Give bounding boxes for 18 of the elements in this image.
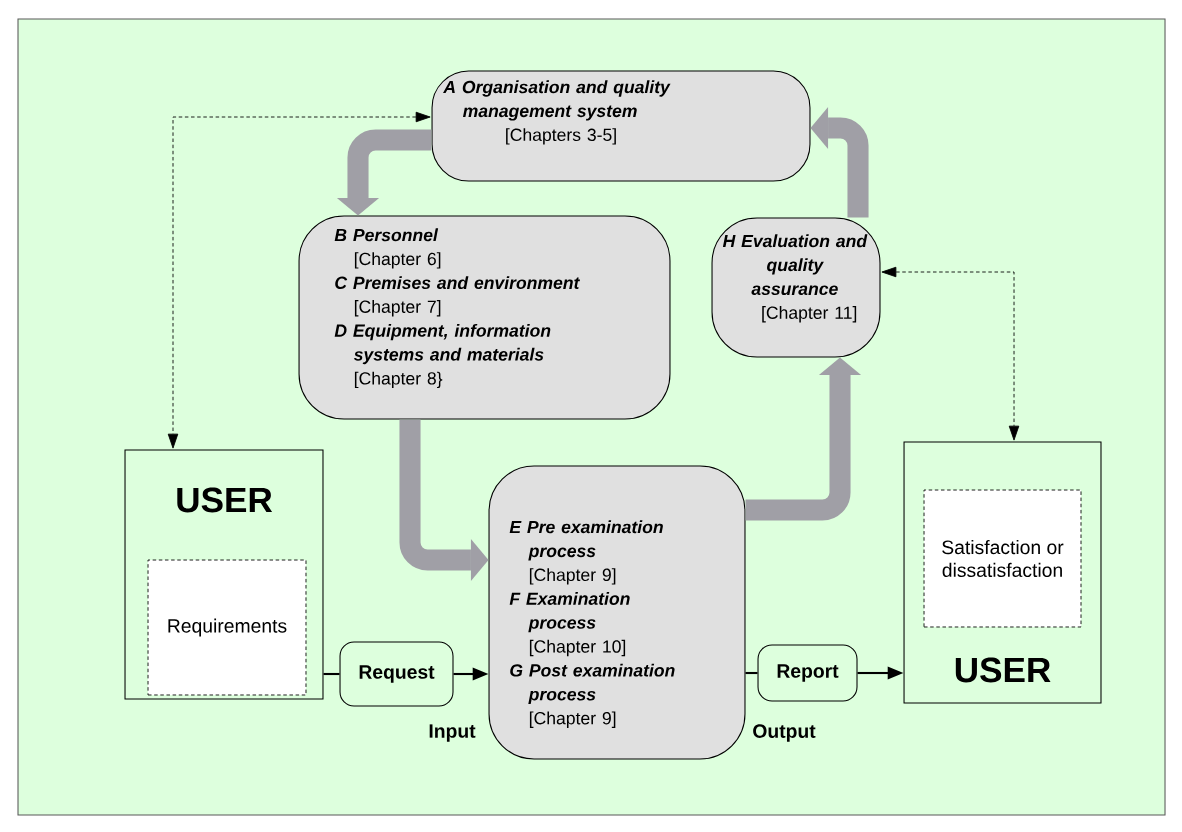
connector-line xyxy=(745,671,758,675)
dashed-box: Requirements xyxy=(147,559,307,696)
block-arrow xyxy=(810,106,869,218)
process-box: B Personnel [Chapter 6] C Premises and environment [Chapter 7] D Equipment, information systems and materials [Chapter 8} xyxy=(298,215,671,420)
flow-label: Input xyxy=(429,724,476,742)
process-box: H Evaluation and quality assurance [Chapter 11] xyxy=(711,217,881,358)
block-arrow xyxy=(399,419,489,582)
flow-box: Request xyxy=(339,641,454,707)
connector-line xyxy=(323,672,340,676)
dashed-box: Satisfaction or dissatisfaction xyxy=(923,489,1082,628)
flow-label: Output xyxy=(753,724,816,742)
block-arrow xyxy=(745,357,862,521)
dashed-arrow xyxy=(881,266,1020,441)
block-arrow xyxy=(336,129,432,216)
process-box: A Organisation and quality management system [Chapters 3-5] xyxy=(431,70,811,182)
dashed-arrow xyxy=(167,111,431,449)
process-box: E Pre examination process [Chapter 9] F Examination process [Chapter 10] G Post examination process [Chapter 9] xyxy=(488,465,746,760)
flow-box: Report xyxy=(757,644,858,702)
